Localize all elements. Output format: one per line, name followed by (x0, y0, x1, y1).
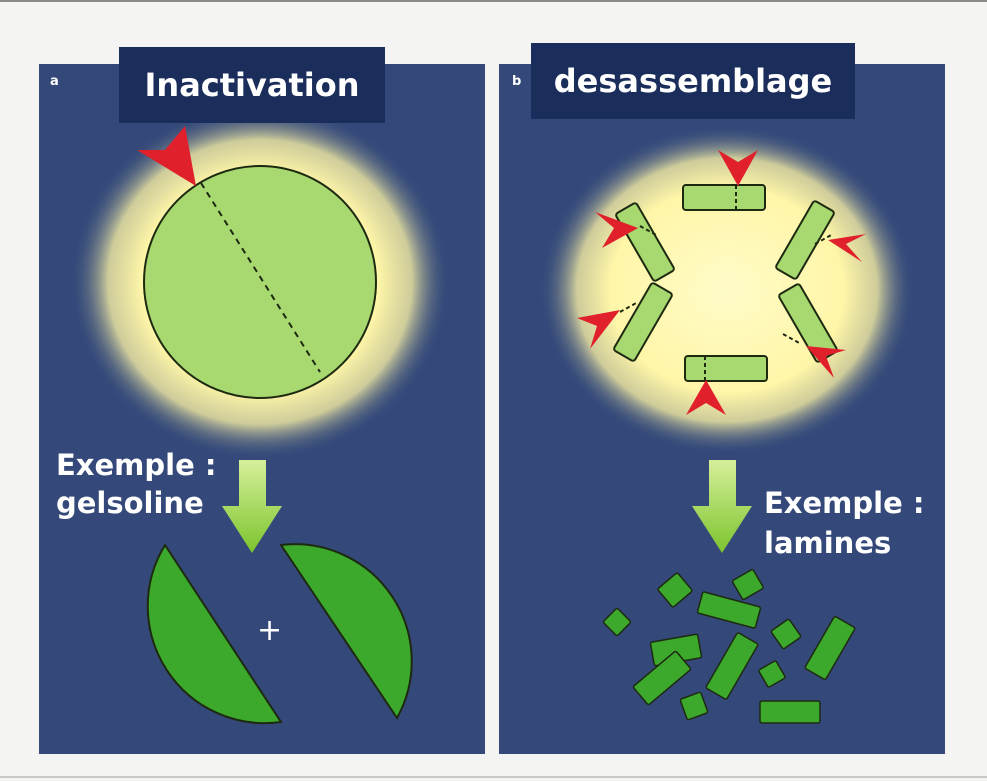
example-a-line2: gelsoline (56, 486, 204, 520)
lamin-hexagon (613, 184, 838, 382)
panel-b-title: desassemblage (531, 43, 855, 119)
panel-a-letter: a (50, 74, 59, 89)
half-circle-left (146, 543, 283, 725)
example-b-line2: lamines (764, 526, 892, 560)
red-arrow-icon (137, 126, 196, 186)
green-arrow-down-icon-b (692, 460, 752, 553)
cut-line (200, 182, 321, 373)
lamin-fragments (602, 568, 856, 724)
green-arrow-down-icon (222, 460, 282, 553)
gelsolin-circle (143, 165, 377, 399)
top-border (0, 0, 987, 2)
red-arrow-icons (577, 150, 866, 415)
plus-sign: + (257, 613, 283, 648)
panel-b-letter: b (512, 74, 522, 89)
example-b-line1: Exemple : (764, 486, 925, 520)
example-a-line1: Exemple : (56, 448, 217, 482)
half-circle-right (279, 543, 413, 720)
glow-b (539, 125, 915, 455)
bottom-border (0, 776, 987, 778)
panel-a-title: Inactivation (119, 47, 385, 123)
cut-marks (619, 185, 834, 381)
